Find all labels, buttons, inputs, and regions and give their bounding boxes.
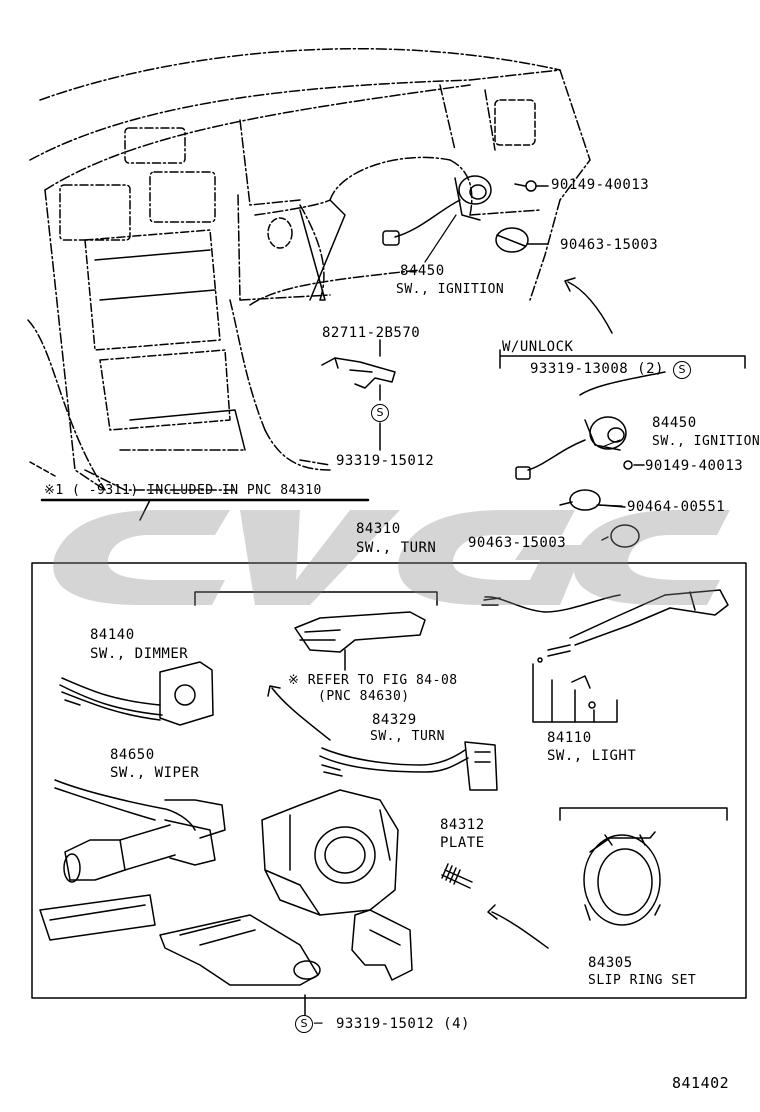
figure-number: 841402 bbox=[672, 1074, 730, 1092]
bottom-screw-symbol: S bbox=[295, 1015, 313, 1033]
unlock-header: W/UNLOCK bbox=[502, 339, 574, 355]
bottom-screw-pn: 93319-15012 (4) bbox=[336, 1016, 470, 1032]
unlock-clamp-b-pn: 90463-15003 bbox=[468, 535, 567, 551]
leader-lines bbox=[424, 214, 623, 507]
direction-arrows bbox=[267, 277, 613, 949]
combination-housing-drawing bbox=[159, 789, 399, 1016]
wiper-switch-drawing bbox=[39, 779, 226, 941]
refer-part-drawing bbox=[294, 611, 426, 671]
plate-name: PLATE bbox=[440, 835, 485, 851]
turn-switch-box bbox=[31, 562, 747, 999]
ignition-pnc: 84450 bbox=[400, 263, 445, 279]
plate-pnc: 84312 bbox=[440, 817, 485, 833]
bracket-pn: 82711-2B570 bbox=[322, 325, 421, 341]
turn-switch-pnc: 84310 bbox=[356, 521, 401, 537]
unlock-clamp-a-pn: 90464-00551 bbox=[627, 499, 726, 515]
watermark-logo bbox=[53, 510, 730, 605]
turn-name: SW., TURN bbox=[370, 729, 445, 744]
bracket-screw-symbol: S bbox=[371, 404, 389, 422]
plate-screw-drawing bbox=[441, 863, 473, 889]
bracket-screw-pn: 93319-15012 bbox=[336, 453, 435, 469]
refer-note: ※ REFER TO FIG 84-08 bbox=[288, 673, 458, 688]
ignition-name: SW., IGNITION bbox=[396, 282, 505, 297]
dimmer-name: SW., DIMMER bbox=[90, 646, 189, 662]
turn-pnc: 84329 bbox=[372, 712, 417, 728]
unlock-name: SW., IGNITION bbox=[652, 434, 760, 449]
dimmer-pnc: 84140 bbox=[90, 627, 135, 643]
turn-switch-drawing bbox=[319, 741, 498, 791]
cover-bracket-drawing bbox=[351, 909, 413, 981]
dashboard-panels bbox=[59, 99, 536, 451]
slip-ring-pnc: 84305 bbox=[588, 955, 633, 971]
wiper-name: SW., WIPER bbox=[110, 765, 200, 781]
ignition-switch-drawing bbox=[382, 175, 549, 253]
slip-ring-name: SLIP RING SET bbox=[588, 973, 697, 988]
ignition-clamp-pn: 90463-15003 bbox=[560, 237, 659, 253]
slip-ring-drawing bbox=[583, 831, 661, 926]
unlock-screw-symbol: S bbox=[673, 361, 691, 379]
bracket-drawing bbox=[321, 339, 396, 451]
note-line: ※1 ( -9311) INCLUDED IN PNC 84310 bbox=[44, 483, 322, 498]
dashboard-outline bbox=[27, 47, 591, 491]
wiper-pnc: 84650 bbox=[110, 747, 155, 763]
dimmer-switch-drawing bbox=[59, 661, 214, 726]
unlock-screw-pn: 93319-13008 (2) bbox=[530, 361, 664, 377]
bottom-screw-leader: ─ bbox=[314, 1016, 323, 1032]
unlock-bracket bbox=[499, 349, 746, 369]
light-switch-drawing bbox=[481, 589, 729, 709]
bracket-refer bbox=[194, 591, 438, 606]
unlock-bolt-pn: 90149-40013 bbox=[645, 458, 744, 474]
ignition-bolt-pn: 90149-40013 bbox=[551, 177, 650, 193]
light-pnc: 84110 bbox=[547, 730, 592, 746]
refer-pnc: (PNC 84630) bbox=[318, 689, 410, 704]
light-name: SW., LIGHT bbox=[547, 748, 637, 764]
bracket-slip-ring bbox=[559, 807, 728, 821]
turn-switch-name: SW., TURN bbox=[356, 540, 437, 556]
unlock-pnc: 84450 bbox=[652, 415, 697, 431]
